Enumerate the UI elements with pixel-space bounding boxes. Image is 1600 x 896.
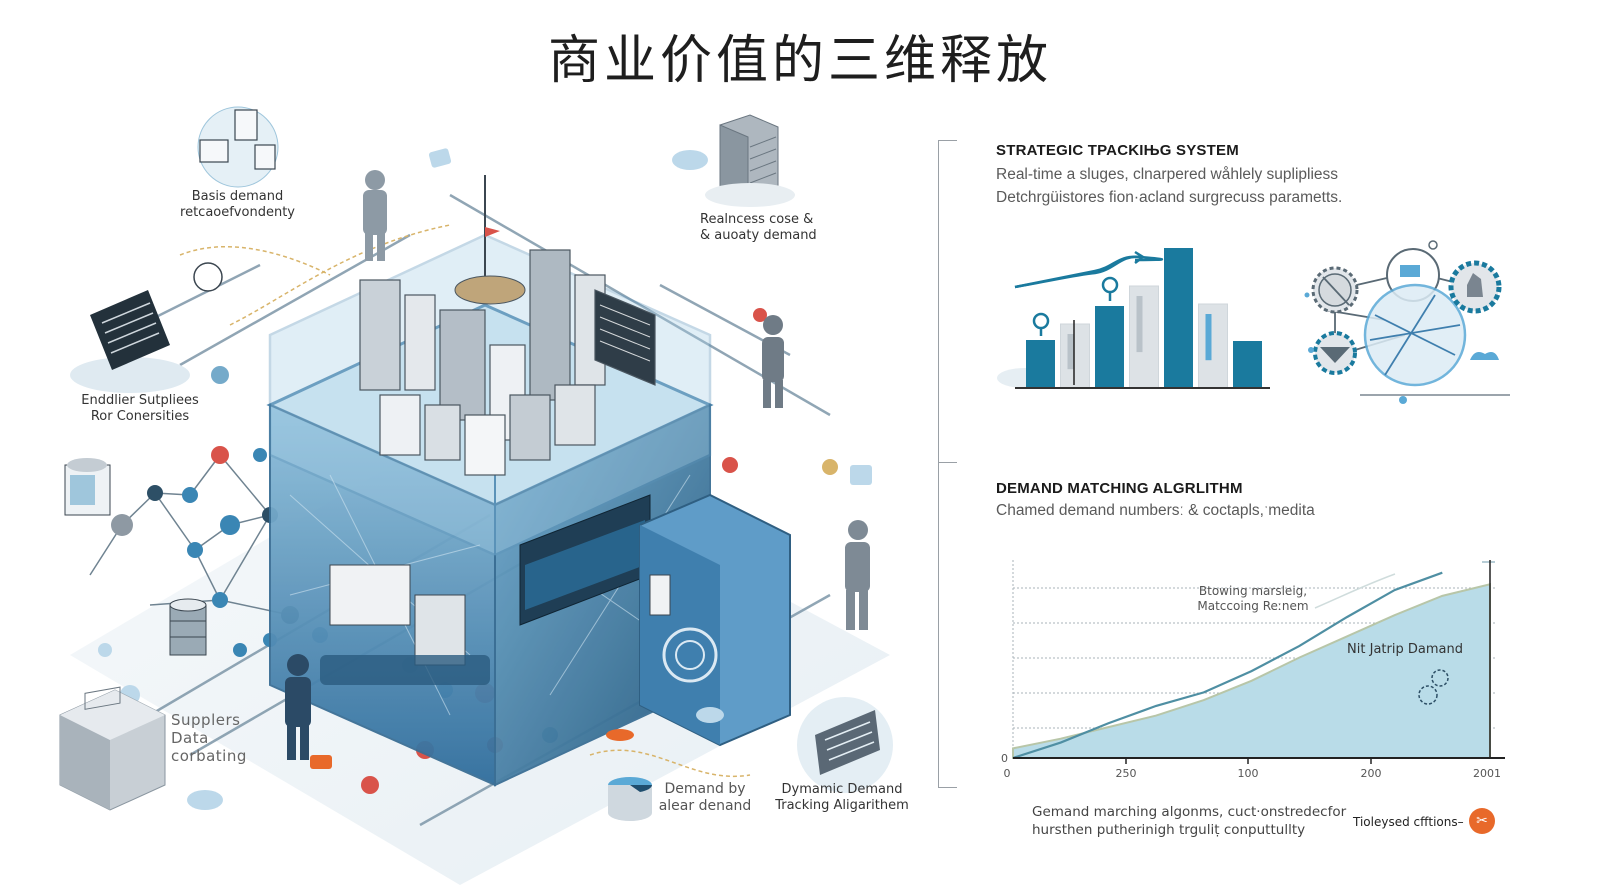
bar-chart (997, 248, 1270, 389)
bar (1026, 340, 1055, 388)
x-tick: 0 (1004, 767, 1011, 780)
bar (1129, 285, 1159, 389)
label-line: Demand by (664, 781, 746, 797)
chart-footer-note: Gemand marching algonms, cuct·onstredecf… (1032, 803, 1346, 839)
label-line: alear denand (658, 798, 752, 814)
bracket-middle (939, 462, 957, 463)
scissors-icon[interactable]: ✂ (1469, 808, 1495, 834)
description-line: Chamed demand numbersː & coctapls,ˑmedit… (996, 502, 1315, 519)
label-line: Enddlier Sutpliees (81, 393, 199, 408)
chart-annotation: Btowing marsleig, (1199, 584, 1307, 598)
x-tick: 250 (1116, 767, 1137, 780)
section-bracket (938, 140, 957, 788)
area-series-label: Nit Jatrip Damand (1347, 642, 1463, 657)
label-line: Tracking Aligarithem (775, 798, 909, 813)
description-line: Real-time a sluges, clnarpered wåhlely s… (996, 166, 1339, 183)
footer-line: Gemand marching algonms, cuct·onstredecf… (1032, 804, 1347, 820)
label-enabler-suppliers: Enddlier Sutpliees Ror Conersities (70, 393, 210, 425)
y-tick-0: 0 (1001, 752, 1008, 765)
page-title: 商业价值的三维释放 (547, 31, 1052, 91)
x-tick: 100 (1238, 767, 1259, 780)
bar (1060, 323, 1090, 389)
label-line: Supplers (171, 711, 241, 729)
bar (1164, 248, 1193, 388)
x-tick: 200 (1361, 767, 1382, 780)
label-line: retcaoefvondenty (180, 205, 295, 220)
x-tick: 2001 (1473, 767, 1501, 780)
section2-description: Chamed demand numbersː & coctapls,ˑmedit… (996, 499, 1315, 522)
bracket-top (939, 140, 957, 141)
bar (1233, 341, 1262, 388)
label-realness: Realncess cose & & auoaty demand (700, 212, 830, 244)
label-basic-demand: Basis demand retcaoefvondenty (170, 189, 305, 221)
area-chart: 0 0 250 100 200 2001 Btowing marsleig, M… (1001, 560, 1505, 780)
label-line: Ror Conersities (90, 409, 190, 424)
bar (1198, 303, 1228, 389)
isometric-illustration (59, 106, 893, 885)
label-suppliers-data: Supplers Data corbating (171, 711, 247, 765)
section1-heading: STRATEGIC TPACKIЊG SYSTEM (996, 142, 1239, 159)
label-line: Data (171, 729, 209, 747)
label-line: & auoaty demand (700, 228, 817, 243)
bracket-bottom (939, 787, 957, 788)
bar (1095, 306, 1124, 388)
label-line: Realncess cose & (700, 212, 814, 227)
label-demand-by: Demand by alear denand (655, 781, 755, 815)
bar-detail (1205, 314, 1212, 361)
label-line: corbating (171, 747, 247, 765)
gear-network-icon (1304, 240, 1510, 404)
section2-heading: DEMAND MATCHING ALGRLITHM (996, 480, 1243, 497)
chart-annotation: Matccoing Reːnem (1197, 599, 1308, 613)
label-dynamic-demand: Dymamic Demand Tracking Aligarithem (772, 782, 912, 814)
section1-description: Real-time a sluges, clnarpered wåhlely s… (996, 163, 1342, 209)
description-line: Detchrgüistores fion·acland surgrecuss p… (996, 189, 1343, 206)
bar-detail (1067, 334, 1074, 370)
tagline-text: Tioleysed cfftions– (1353, 815, 1464, 829)
footer-line: hursthen putherinigh trguliṭ conputtullt… (1032, 822, 1306, 838)
bar-detail (1136, 296, 1143, 353)
label-line: Basis demand (191, 189, 284, 204)
label-line: Dymamic Demand (781, 782, 903, 797)
